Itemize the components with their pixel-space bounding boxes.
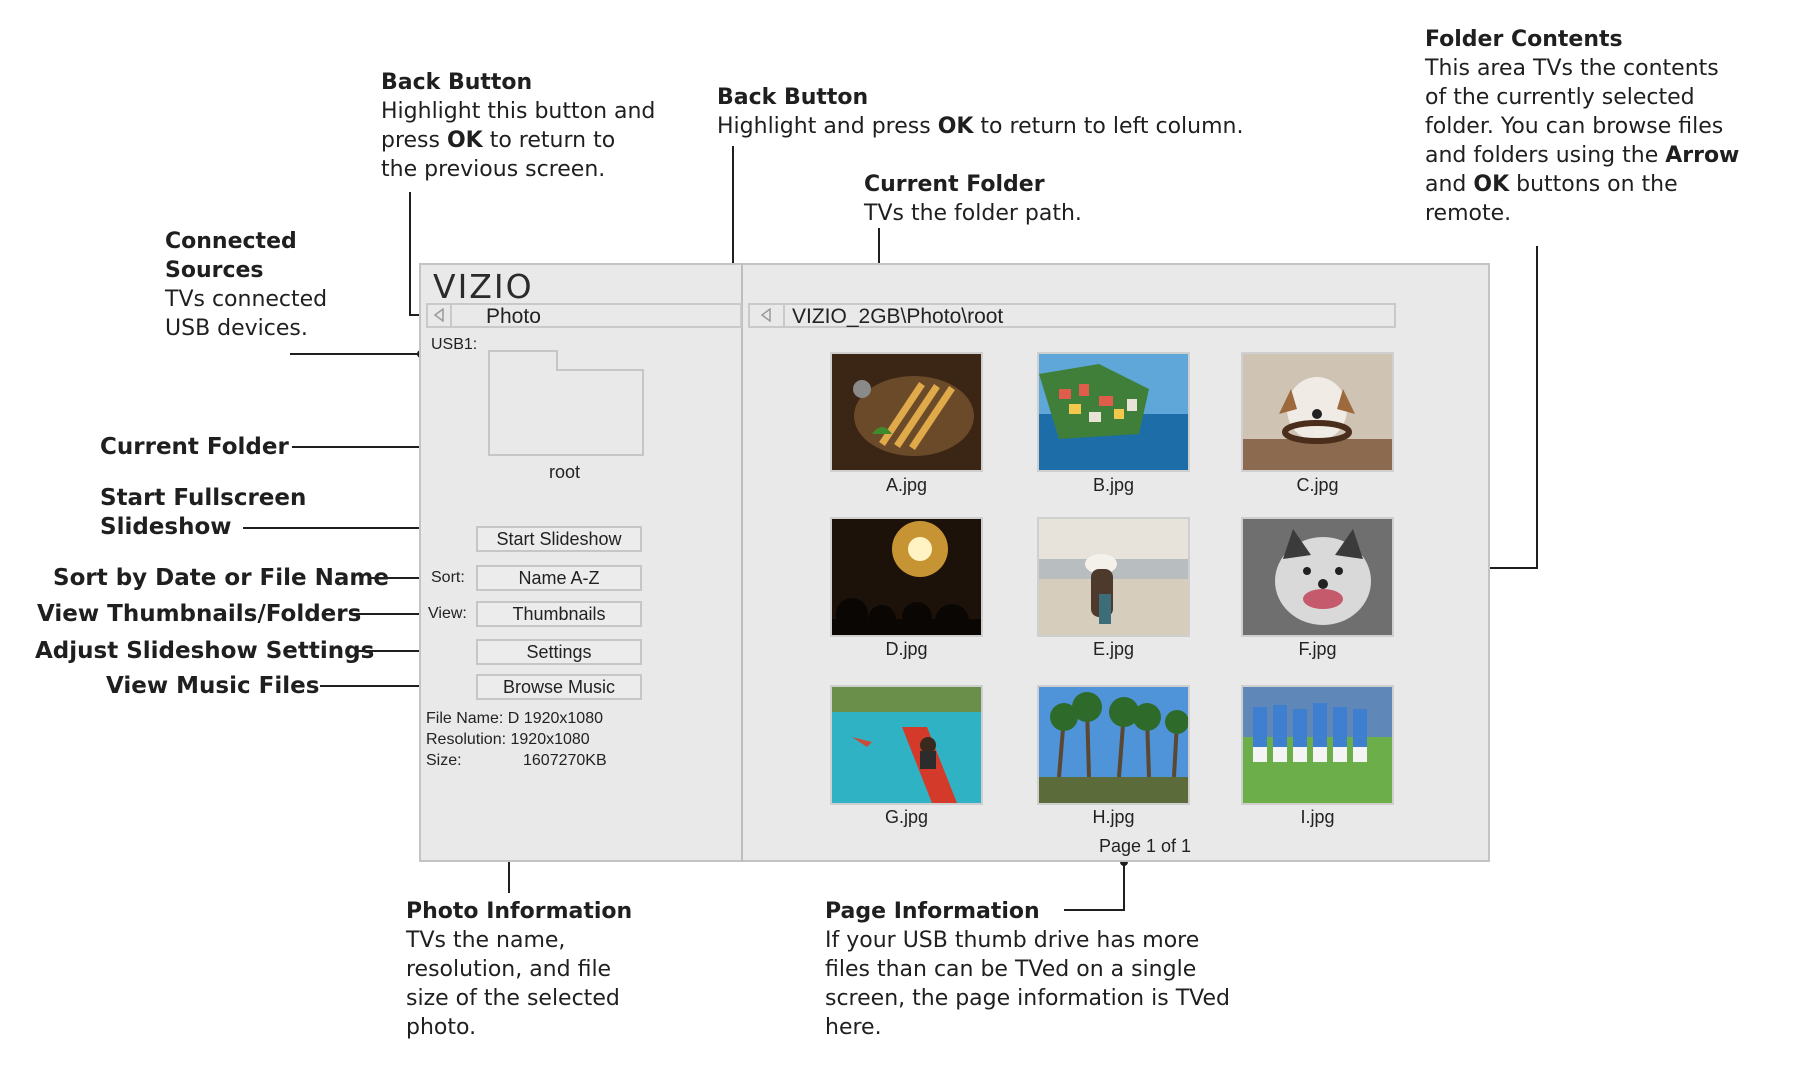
- callout-back-button-left: Back Button Highlight this button and pr…: [381, 68, 655, 184]
- callout-line: of the currently selected: [1425, 85, 1695, 110]
- column-divider: [741, 263, 743, 862]
- callout-line: press OK to return to: [381, 128, 616, 153]
- folder-label: root: [549, 462, 581, 482]
- vizio-logo: VIZIO: [433, 267, 534, 306]
- callout-folder-contents: Folder Contents This area TVs the conten…: [1425, 25, 1739, 228]
- callout-title: Current Folder: [864, 172, 1045, 197]
- sort-label: Sort:: [431, 569, 465, 586]
- caption-a: A.jpg: [885, 475, 928, 495]
- back-arrow-icon: [433, 308, 444, 322]
- callout-photo-info: Photo Information TVs the name, resoluti…: [406, 897, 632, 1042]
- callout-title: Photo Information: [406, 899, 633, 924]
- caption-b: B.jpg: [1092, 475, 1135, 495]
- left-back-button[interactable]: [428, 305, 452, 326]
- callout-line: screen, the page information is TVed: [825, 986, 1230, 1011]
- file-name-info: File Name: D 1920x1080: [426, 710, 603, 727]
- thumbnail-b[interactable]: [1037, 352, 1190, 472]
- callout-line: photo.: [406, 1015, 477, 1040]
- callout-connected-sources: Connected Sources TVs connected USB devi…: [165, 227, 327, 343]
- caption-f: F.jpg: [1298, 639, 1337, 659]
- label-current-folder: Current Folder: [100, 434, 289, 460]
- callout-line: remote.: [1425, 201, 1512, 226]
- label-music: View Music Files: [106, 673, 320, 699]
- thumbnail-f[interactable]: [1241, 517, 1394, 637]
- thumbnail-g[interactable]: [830, 685, 983, 805]
- page-info: Page 1 of 1: [1098, 836, 1192, 856]
- callout-title: Sources: [165, 258, 264, 283]
- settings-button[interactable]: Settings: [476, 639, 642, 665]
- callout-page-info: Page Information If your USB thumb drive…: [825, 897, 1230, 1042]
- callout-line: resolution, and file: [406, 957, 612, 982]
- left-path-bar: Photo: [426, 303, 742, 328]
- right-path-bar: VIZIO_2GB\Photo\root: [748, 303, 1396, 328]
- thumbnail-a[interactable]: [830, 352, 983, 472]
- caption-e: E.jpg: [1092, 639, 1135, 659]
- callout-current-folder-top: Current Folder TVs the folder path.: [864, 170, 1082, 228]
- source-label[interactable]: USB1:: [431, 336, 478, 353]
- callout-line: TVs the name,: [406, 928, 566, 953]
- label-settings: Adjust Slideshow Settings: [35, 638, 375, 664]
- thumbnail-e[interactable]: [1037, 517, 1190, 637]
- callout-title: Page Information: [825, 899, 1040, 924]
- right-back-button[interactable]: [750, 305, 785, 326]
- callout-back-button-right: Back Button Highlight and press OK to re…: [717, 83, 1243, 141]
- folder-path-text: VIZIO_2GB\Photo\root: [792, 305, 1004, 328]
- callout-line: and OK buttons on the: [1425, 172, 1678, 197]
- callout-title: Back Button: [717, 85, 869, 110]
- callout-line: size of the selected: [406, 986, 620, 1011]
- thumbnail-d[interactable]: [830, 517, 983, 637]
- callout-line: and folders using the Arrow: [1425, 143, 1740, 168]
- caption-h: H.jpg: [1092, 807, 1135, 827]
- callout-line: folder. You can browse files: [1425, 114, 1724, 139]
- callout-line: files than can be TVed on a single: [825, 957, 1197, 982]
- callout-line: TVs connected: [165, 287, 328, 312]
- label-view: View Thumbnails/Folders: [37, 601, 362, 627]
- size-info-value: 1607270KB: [523, 752, 607, 769]
- folder-icon[interactable]: [488, 350, 648, 460]
- callout-line: If your USB thumb drive has more: [825, 928, 1200, 953]
- sort-select[interactable]: Name A-Z: [476, 565, 642, 591]
- back-arrow-icon: [760, 308, 771, 322]
- thumbnail-h[interactable]: [1037, 685, 1190, 805]
- view-select[interactable]: Thumbnails: [476, 601, 642, 627]
- label-start-slideshow: Start Fullscreen Slideshow: [100, 485, 307, 540]
- left-path-text: Photo: [486, 305, 541, 328]
- size-info-label: Size:: [426, 752, 462, 769]
- callout-line: the previous screen.: [381, 157, 606, 182]
- callout-line: TVs the folder path.: [864, 201, 1082, 226]
- label-sort: Sort by Date or File Name: [53, 565, 389, 591]
- caption-c: C.jpg: [1296, 475, 1339, 495]
- browse-music-button[interactable]: Browse Music: [476, 674, 642, 700]
- caption-d: D.jpg: [885, 639, 928, 659]
- callout-line: This area TVs the contents: [1425, 56, 1719, 81]
- callout-title: Folder Contents: [1425, 27, 1623, 52]
- caption-g: G.jpg: [884, 807, 929, 827]
- view-label: View:: [428, 605, 467, 622]
- callout-line: USB devices.: [165, 316, 308, 341]
- callout-line: Highlight and press OK to return to left…: [717, 114, 1244, 139]
- callout-title: Back Button: [381, 70, 533, 95]
- callout-line: Highlight this button and: [381, 99, 656, 124]
- resolution-info: Resolution: 1920x1080: [426, 731, 590, 748]
- start-slideshow-button[interactable]: Start Slideshow: [476, 526, 642, 552]
- callout-line: here.: [825, 1015, 882, 1040]
- thumbnail-c[interactable]: [1241, 352, 1394, 472]
- caption-i: I.jpg: [1300, 807, 1335, 827]
- callout-title: Connected: [165, 229, 297, 254]
- thumbnail-i[interactable]: [1241, 685, 1394, 805]
